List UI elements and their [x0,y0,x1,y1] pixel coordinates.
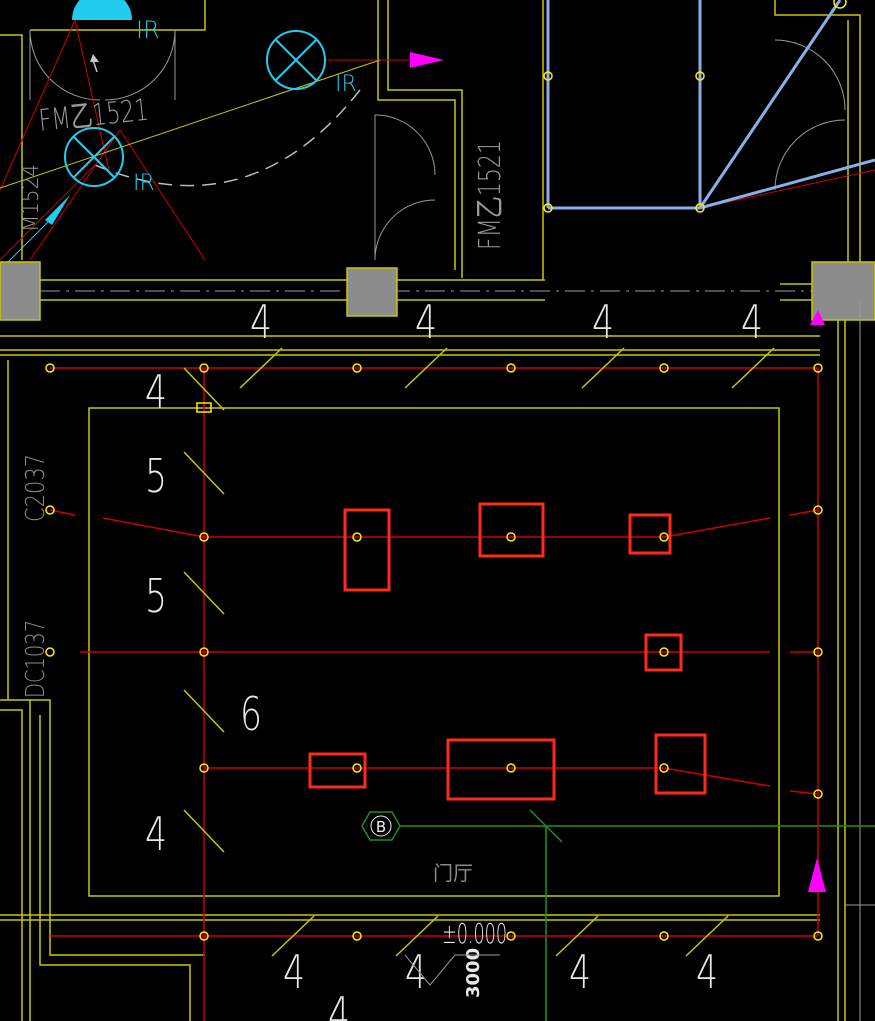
wire-count-labels: 4 4 4 4 4 5 5 6 4 4 4 4 4 4 [145,295,763,1021]
pipe-node [199,647,209,657]
wire-count-left-5: 4 [145,807,167,861]
pipe-node [813,363,823,373]
wire-count-bottom-5: 4 [328,987,350,1021]
pipe-node [45,647,55,657]
label-ir-mid: IR [335,72,357,97]
pipe-node [813,647,823,657]
wire-slashes [183,347,775,957]
pipe-node [506,363,516,373]
beam [0,279,875,337]
wire-count-left-3: 5 [145,569,167,623]
label-window-dc: DC1037 [21,620,51,698]
wire-count-top-3: 4 [592,295,614,349]
pipe-node [352,532,362,542]
exit-light-icon [72,0,132,20]
pipe-node [199,763,209,773]
wire-count-top-4: 4 [741,295,763,349]
pipe-node [506,532,516,542]
pipe-node [199,931,209,941]
label-room-name: 门厅 [433,861,473,885]
top-walls [0,0,861,290]
wire-count-bottom-1: 4 [283,945,305,999]
wire-count-left-2: 5 [145,449,167,503]
pipe-node [659,647,669,657]
axis-bubble-icon: B [361,811,401,841]
label-elevation: ±0.000 [442,917,507,950]
pipe-node [199,363,209,373]
pipe-node [506,931,516,941]
wire-count-bottom-4: 4 [696,945,718,999]
pipe-node [199,532,209,542]
pipe-node [352,363,362,373]
axis-label-b: B [376,818,386,836]
door-swings [29,29,846,261]
pipe-node [813,931,823,941]
pipe-node [659,763,669,773]
cyan-arrow-tail [4,221,49,266]
column-icon [0,261,875,321]
label-ir-top: IR [136,16,160,44]
label-door-m: M1524 [19,164,44,232]
label-door-fm-right: FM乙1521 [473,140,508,250]
pipe-node [352,763,362,773]
pipe-node [813,505,823,515]
label-ir-left: IR [133,171,155,196]
magenta-arrow-icon [808,858,826,892]
pipe-nodes [45,363,823,941]
pipe-node [45,505,55,515]
axis-line [395,809,875,1021]
red-pipes [49,367,819,1021]
cyan-arrow-icon [45,195,70,225]
wire-count-top-1: 4 [250,295,272,349]
wire-count-bottom-2: 4 [405,945,427,999]
pipe-node [659,532,669,542]
ceiling-light-icon [64,30,326,187]
highlight-boxes [308,502,707,801]
pipe-node [45,363,55,373]
pipe-node [506,763,516,773]
wire-count-left-1: 4 [145,365,167,419]
hall-walls [0,320,846,1021]
pipe-node [659,363,669,373]
pipe-node [659,931,669,941]
wire-count-left-4: 6 [240,687,262,741]
wire-count-top-2: 4 [415,295,437,349]
stair-lines [546,0,875,210]
label-dimension: 3000 [463,948,484,998]
pipe-node [813,789,823,799]
wire-count-bottom-3: 4 [569,945,591,999]
stair-nodes [543,0,847,213]
pipe-node [352,931,362,941]
magenta-arrow-icon [410,52,444,68]
label-window-c: C2037 [21,454,51,522]
